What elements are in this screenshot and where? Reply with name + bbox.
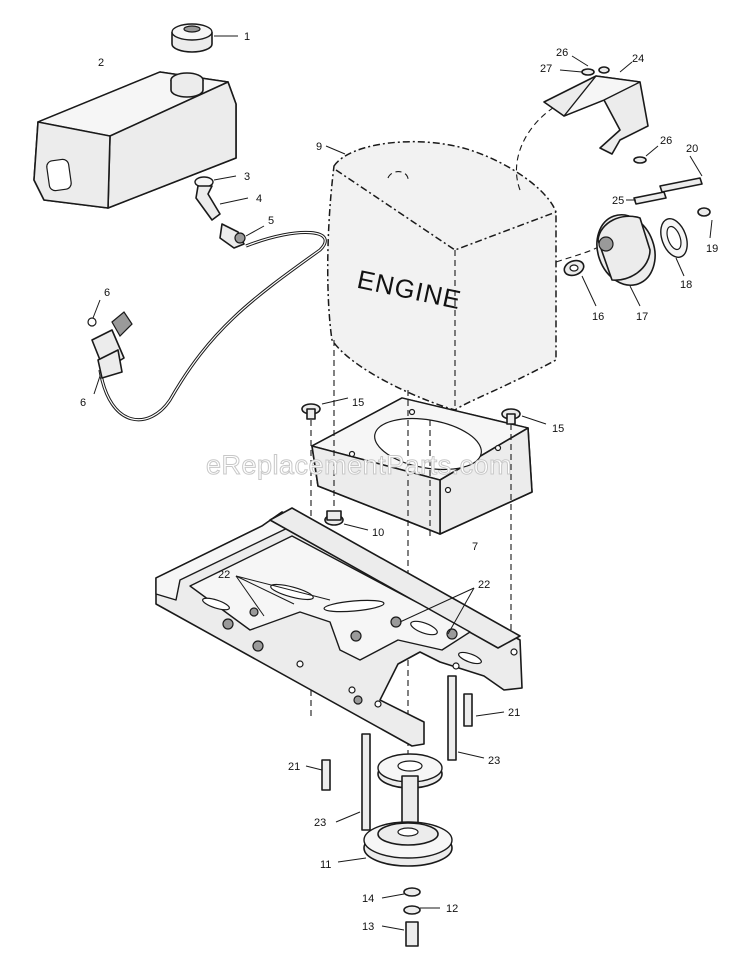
callout-23-right: 23 [488,755,500,767]
callout-18: 18 [680,279,692,291]
callout-16: 16 [592,311,604,323]
callout-13: 13 [362,921,374,933]
callout-15-left: 15 [352,397,364,409]
callout-25: 25 [612,195,624,207]
callout-2: 2 [98,57,104,69]
fuel-cap [171,23,238,53]
spacer-23-left [335,733,371,831]
muffler-gasket [660,218,688,277]
watermark-text: eReplacementParts.com [206,450,512,480]
callout-9: 9 [316,141,322,153]
tractor-frame [155,507,523,747]
callout-21-left: 21 [288,761,300,773]
shield-screws [559,55,659,164]
muffler [596,214,656,307]
callout-21-right: 21 [508,707,520,719]
callout-labels: 1 2 3 4 5 6 6 9 15 15 10 7 22 22 21 21 2… [80,31,718,933]
callout-19: 19 [706,243,718,255]
callout-4: 4 [256,193,262,205]
throttle-cable [98,230,327,422]
spacer-23-right [447,675,485,761]
bolt-21-right [463,693,505,727]
callout-22-right: 22 [478,579,490,591]
bolt-21-left [305,759,331,791]
exhaust-bolts [626,155,713,239]
nut-10 [324,510,369,531]
callout-26-top: 26 [556,47,568,59]
callout-6-bottom: 6 [80,397,86,409]
fuel-tank [33,71,237,209]
throttle-control [87,299,133,395]
pulley-hardware [381,887,440,947]
callout-27: 27 [540,63,552,75]
engine-block: ENGINE [325,140,557,411]
callout-7: 7 [472,541,478,553]
muffler-heat-shield [543,61,649,155]
callout-14: 14 [362,893,374,905]
callout-5: 5 [268,215,274,227]
callout-3: 3 [244,171,250,183]
callout-17: 17 [636,311,648,323]
callout-12: 12 [446,903,458,915]
callout-26-right: 26 [660,135,672,147]
callout-11: 11 [320,859,331,871]
callout-10: 10 [372,527,384,539]
callout-20: 20 [686,143,698,155]
callout-24: 24 [632,53,644,65]
callout-22-left: 22 [218,569,230,581]
callout-6-top: 6 [104,287,110,299]
fuel-elbow-fitting [194,175,265,249]
pulley-assembly [337,753,453,867]
exhaust-flange-nut [563,259,597,307]
mount-bolt-right [501,408,547,425]
callout-23-left: 23 [314,817,326,829]
callout-15-right: 15 [552,423,564,435]
callout-1: 1 [244,31,250,43]
mount-bolt-left [301,397,349,420]
